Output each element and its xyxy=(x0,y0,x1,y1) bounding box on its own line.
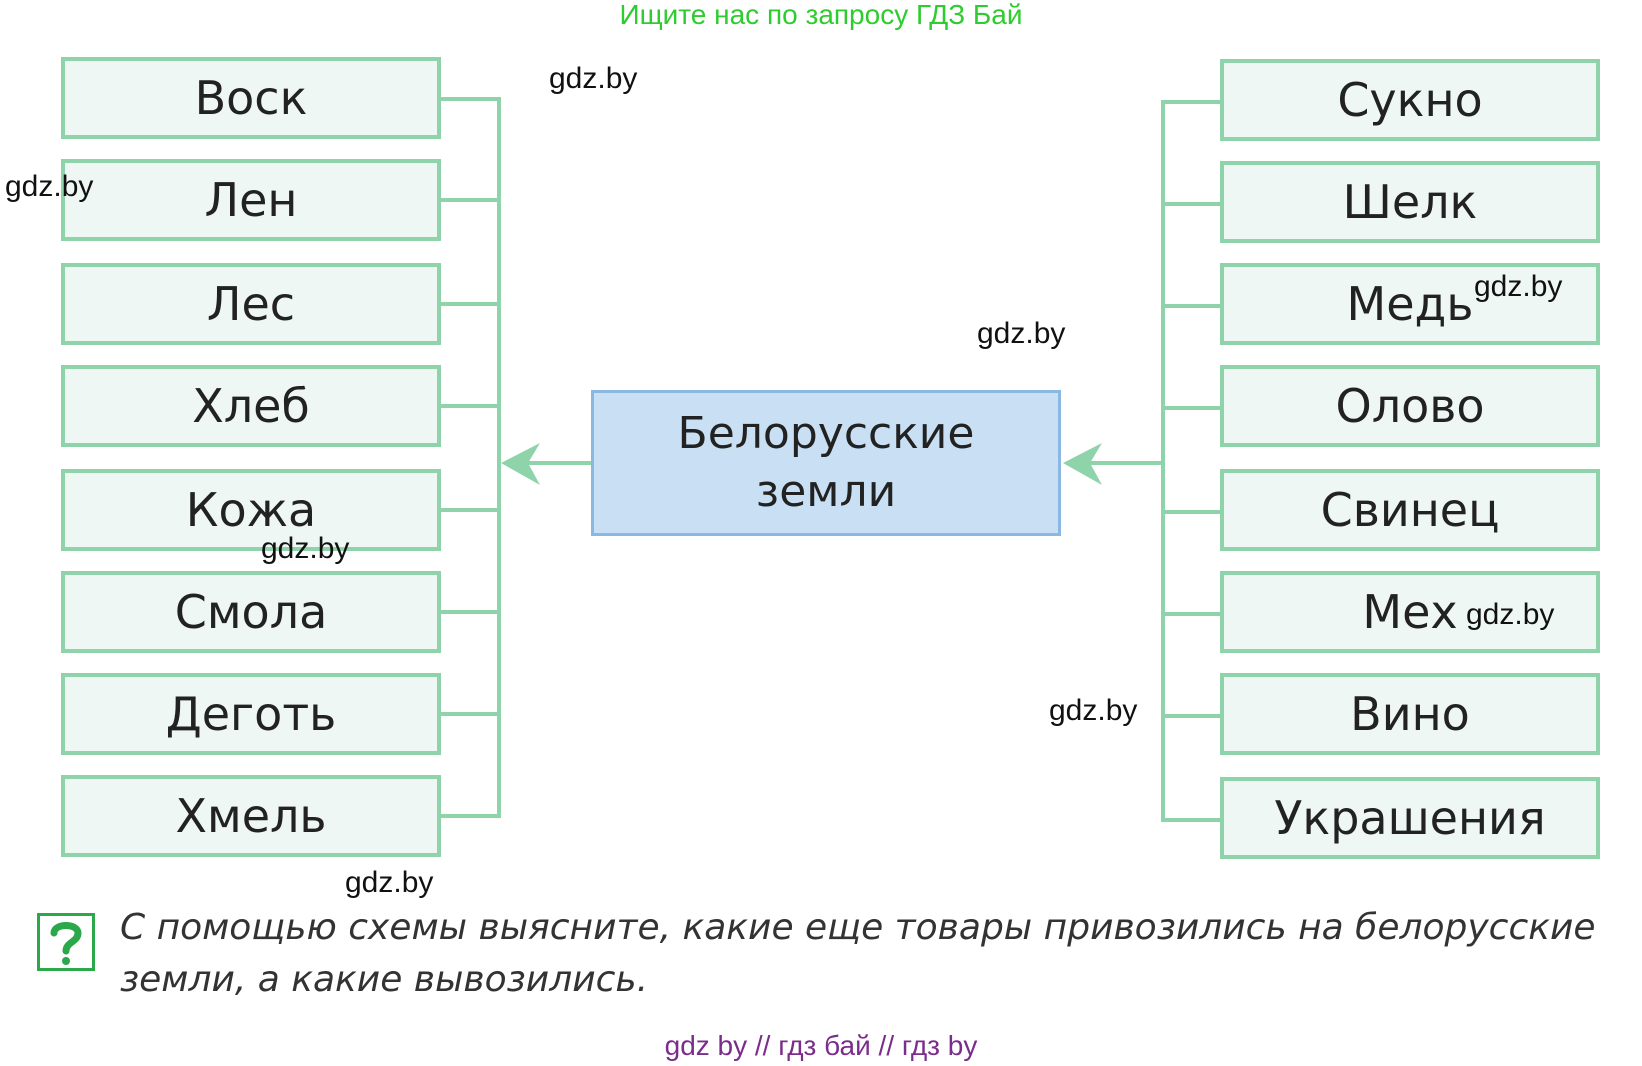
import-item-box: Медь xyxy=(1220,263,1600,345)
top-banner: Ищите нас по запросу ГДЗ Бай xyxy=(619,0,1023,30)
export-item-box: Кожа xyxy=(61,469,441,551)
watermark: gdz.by xyxy=(261,532,350,565)
import-item-box: Олово xyxy=(1220,365,1600,447)
watermark: gdz.by xyxy=(549,62,638,95)
center-node: Белорусские земли xyxy=(591,390,1061,536)
export-item-box: Хлеб xyxy=(61,365,441,447)
import-item-box: Вино xyxy=(1220,673,1600,755)
question-text: С помощью схемы выясните, какие еще това… xyxy=(120,907,1596,1000)
watermark: gdz.by xyxy=(1474,270,1563,303)
center-node-line2: земли xyxy=(755,466,897,517)
import-item-box: Шелк xyxy=(1220,161,1600,243)
question-mark-icon xyxy=(50,922,82,965)
import-item-box: Свинец xyxy=(1220,469,1600,551)
watermark: gdz.by xyxy=(345,866,434,899)
import-item-box: Сукно xyxy=(1220,59,1600,141)
question-badge xyxy=(37,913,95,971)
arrow-left-icon xyxy=(501,443,540,485)
import-item-box: Украшения xyxy=(1220,777,1600,859)
export-item-box: Деготь xyxy=(61,673,441,755)
export-item-box: Смола xyxy=(61,571,441,653)
arrow-right-icon xyxy=(1063,443,1102,485)
center-node-line1: Белорусские xyxy=(677,408,975,459)
export-item-box: Воск xyxy=(61,57,441,139)
watermark: gdz.by xyxy=(1049,694,1138,727)
watermark: gdz.by xyxy=(5,170,94,203)
watermark: gdz.by xyxy=(977,317,1066,350)
export-item-box: Хмель xyxy=(61,775,441,857)
export-item-box: Лес xyxy=(61,263,441,345)
watermark: gdz.by xyxy=(1466,598,1555,631)
footer-links: gdz by // гдз бай // гдз by xyxy=(664,1030,978,1061)
export-item-box: Лен xyxy=(61,159,441,241)
import-item-box: Мех xyxy=(1220,571,1600,653)
